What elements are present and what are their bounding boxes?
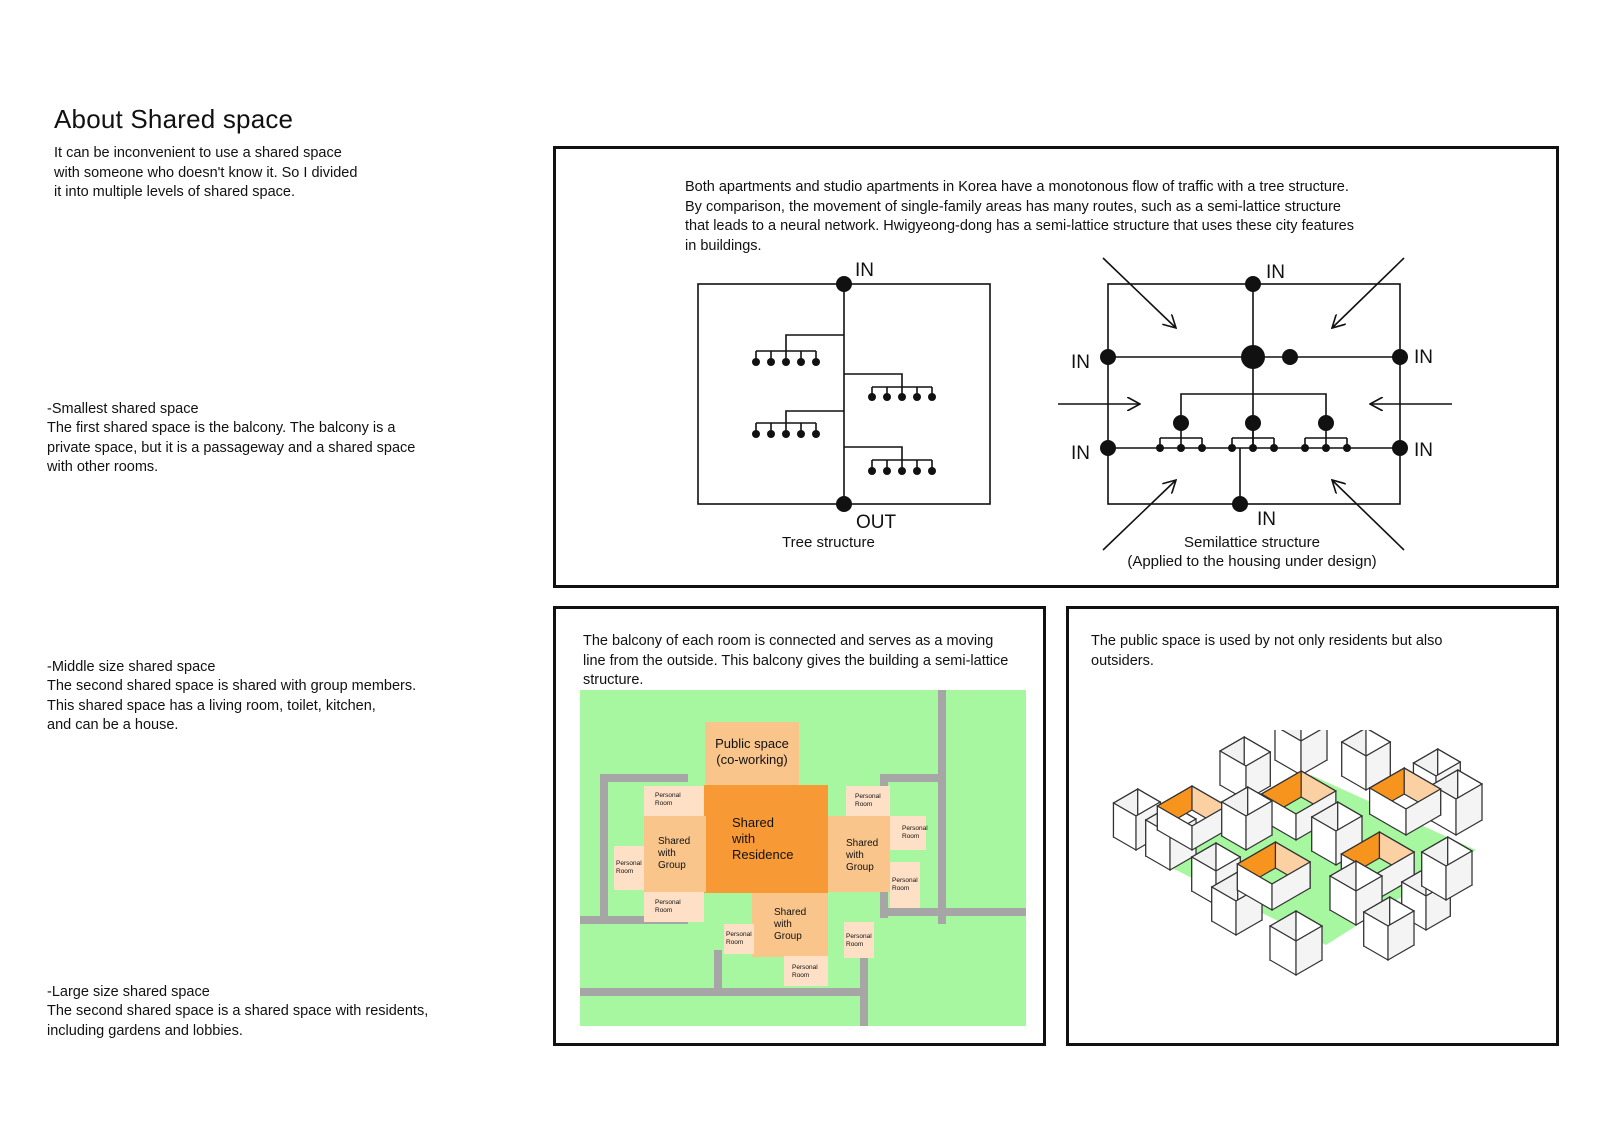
- semi-caption-sub: (Applied to the housing under design): [1127, 553, 1376, 570]
- large-space-text: The second shared space is a shared spac…: [47, 1003, 429, 1039]
- svg-text:with: with: [773, 919, 792, 930]
- svg-text:Group: Group: [774, 931, 802, 942]
- intro-text: It can be inconvenient to use a shared s…: [54, 145, 358, 200]
- semi-in-right-lower-node: [1392, 440, 1408, 456]
- box-right-face: [1455, 782, 1483, 837]
- isometric-drawing: [1112, 730, 1484, 977]
- tree-in-label: IN: [855, 260, 874, 281]
- tree-out-label: OUT: [856, 512, 897, 533]
- svg-text:Room: Room: [726, 939, 743, 946]
- svg-text:Personal: Personal: [846, 933, 872, 940]
- arrow-top-right: [1332, 257, 1405, 328]
- middle-space-text: The second shared space is shared with g…: [47, 678, 417, 733]
- svg-text:with: with: [731, 831, 755, 846]
- arrow-bottom-right: [1332, 480, 1405, 551]
- boxes: [1112, 730, 1484, 977]
- svg-text:Room: Room: [792, 972, 809, 979]
- svg-text:Personal: Personal: [655, 792, 681, 799]
- page-title: About Shared space: [54, 104, 294, 134]
- box-right-face: [1245, 799, 1273, 852]
- semi-center-node: [1241, 345, 1265, 369]
- box-right-face: [1300, 730, 1328, 777]
- svg-text:Personal: Personal: [792, 964, 818, 971]
- shared-with-group-right: [828, 816, 890, 892]
- tree-nodes: [752, 276, 936, 512]
- svg-text:Room: Room: [902, 833, 919, 840]
- svg-text:Residence: Residence: [732, 847, 793, 862]
- semilattice-diagram: [1058, 257, 1452, 551]
- public-space-label: Public space: [715, 736, 789, 751]
- arrow-top-left: [1102, 257, 1176, 328]
- box-right-face: [1271, 860, 1311, 912]
- semi-in-bottom-node: [1232, 496, 1248, 512]
- semi-in-left-upper-node: [1100, 349, 1116, 365]
- svg-text:Shared: Shared: [658, 836, 690, 847]
- svg-text:Room: Room: [655, 907, 672, 914]
- box-right-face: [1445, 849, 1473, 902]
- svg-text:Personal: Personal: [726, 931, 752, 938]
- svg-text:Personal: Personal: [655, 899, 681, 906]
- semi-in-label-top: IN: [1266, 262, 1285, 283]
- floor-plan: Public space (co-working) Shared with Re…: [580, 690, 1026, 1026]
- svg-text:Room: Room: [846, 941, 863, 948]
- semilattice-nodes: [1100, 276, 1408, 512]
- small-space-text: The first shared space is the balcony. T…: [47, 420, 416, 475]
- svg-text:Group: Group: [658, 860, 686, 871]
- public-space-sub-label: (co-working): [716, 752, 788, 767]
- tree-structure-diagram: [697, 283, 991, 505]
- svg-text:Room: Room: [855, 801, 872, 808]
- svg-text:Group: Group: [846, 862, 874, 873]
- tree-out-node: [836, 496, 852, 512]
- box-right-face: [1405, 787, 1442, 837]
- box-right-face: [1295, 924, 1323, 977]
- svg-text:Shared: Shared: [732, 815, 774, 830]
- svg-text:Personal: Personal: [855, 793, 881, 800]
- public-space: [705, 722, 799, 788]
- middle-space-heading: -Middle size shared space: [47, 659, 216, 675]
- box-right-face: [1245, 750, 1271, 802]
- semi-in-label-right-lower: IN: [1414, 440, 1433, 461]
- svg-text:Shared: Shared: [774, 907, 806, 918]
- semi-in-label-left-lower: IN: [1071, 443, 1090, 464]
- shared-with-group-bottom: [752, 893, 828, 957]
- public-space-text: The public space is used by not only res…: [1091, 633, 1443, 669]
- semi-in-label-right-upper: IN: [1414, 347, 1433, 368]
- tree-caption: Tree structure: [782, 534, 875, 551]
- structure-text: Both apartments and studio apartments in…: [685, 179, 1354, 254]
- semi-in-label-left-upper: IN: [1071, 352, 1090, 373]
- semi-in-right-upper-node: [1392, 349, 1408, 365]
- arrow-bottom-left: [1102, 480, 1176, 551]
- svg-text:Personal: Personal: [892, 877, 918, 884]
- semi-caption: Semilattice structure: [1184, 534, 1320, 551]
- svg-text:with: with: [657, 848, 676, 859]
- semi-in-left-lower-node: [1100, 440, 1116, 456]
- svg-text:Shared: Shared: [846, 838, 878, 849]
- box-right-face: [1387, 909, 1415, 962]
- large-space-heading: -Large size shared space: [47, 984, 210, 1000]
- svg-text:Room: Room: [616, 868, 633, 875]
- balcony-text: The balcony of each room is connected an…: [583, 633, 1009, 688]
- personal-rooms: [614, 786, 926, 986]
- shared-with-residence: [704, 785, 828, 893]
- shared-with-group-left: [644, 816, 706, 892]
- semi-in-label-bottom: IN: [1257, 509, 1276, 530]
- tree-in-node: [836, 276, 852, 292]
- svg-text:Personal: Personal: [616, 860, 642, 867]
- svg-text:Personal: Personal: [902, 825, 928, 832]
- small-space-heading: -Smallest shared space: [47, 401, 199, 417]
- svg-text:with: with: [845, 850, 864, 861]
- svg-text:Room: Room: [892, 885, 909, 892]
- semi-in-top-node: [1245, 276, 1261, 292]
- structure-panel: Both apartments and studio apartments in…: [553, 146, 1559, 588]
- svg-text:Room: Room: [655, 800, 672, 807]
